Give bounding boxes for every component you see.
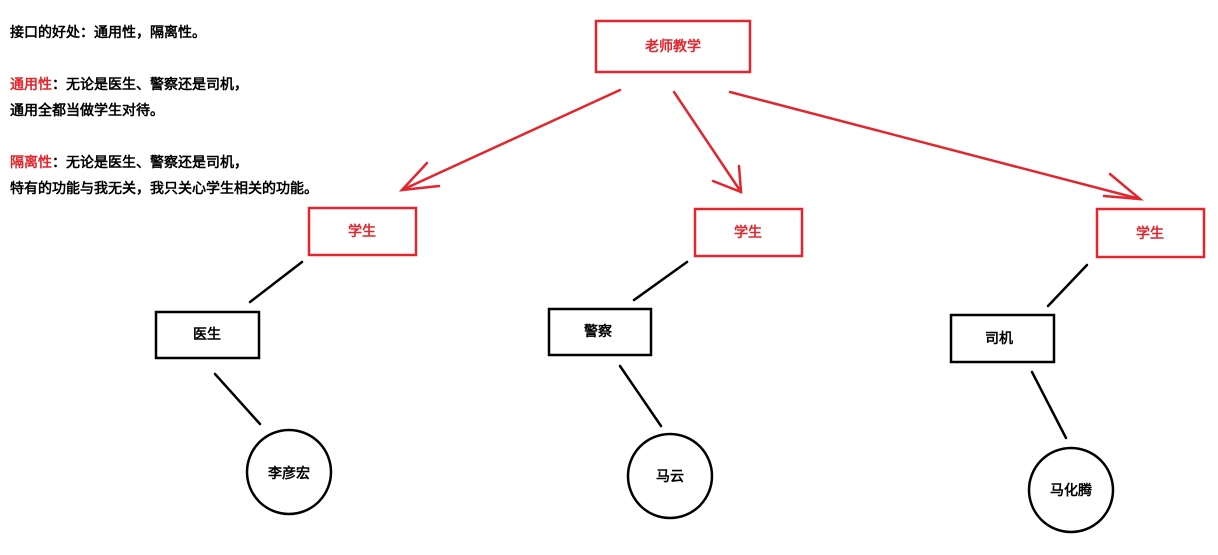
isolation-line: 隔离性：无论是医生、警察还是司机， [10, 150, 318, 176]
student-box-3 [1095, 207, 1206, 259]
universal-line-2: 通用全都当做学生对待。 [10, 103, 164, 119]
notes-panel: 接口的好处：通用性，隔离性。 通用性：无论是医生、警察还是司机， 通用全都当做学… [10, 20, 318, 202]
root-label: 老师教学 [645, 38, 701, 55]
isolation-text: ：无论是医生、警察还是司机， [52, 155, 248, 171]
black-connectors [213, 260, 1089, 440]
person-label-2: 马云 [656, 469, 684, 485]
connector-student-driver [1046, 263, 1089, 308]
universal-line: 通用性：无论是医生、警察还是司机， [10, 72, 318, 98]
arrow-to-student-1 [400, 88, 622, 192]
person-label-3: 马化腾 [1050, 482, 1093, 499]
role-box-doctor [154, 310, 261, 360]
isolation-term: 隔离性 [10, 155, 52, 171]
arrow-to-student-2 [672, 90, 743, 194]
role-box-police [547, 307, 653, 357]
arrowhead-3 [1102, 172, 1144, 201]
connector-student-doctor [248, 260, 304, 304]
person-circle-2 [626, 432, 714, 520]
person-circle-1 [245, 428, 333, 516]
connector-student-police [632, 260, 689, 302]
student-box-1 [307, 206, 418, 257]
student-label-1: 学生 [348, 223, 376, 240]
red-arrows [398, 88, 1144, 201]
person-label-1: 李彦宏 [267, 465, 310, 482]
arrowhead-2 [711, 164, 743, 194]
red-boxes [307, 19, 1206, 259]
isolation-line-2: 特有的功能与我无关，我只关心学生相关的功能。 [10, 181, 318, 197]
connector-doctor-person [213, 372, 262, 426]
node-labels: 老师教学 学生 学生 学生 医生 警察 司机 李彦宏 马云 马化腾 [193, 38, 1164, 499]
universal-term: 通用性 [10, 77, 52, 93]
student-box-2 [693, 207, 804, 258]
notes-heading: 接口的好处：通用性，隔离性。 [10, 25, 206, 41]
student-label-3: 学生 [1136, 225, 1164, 242]
black-boxes [154, 307, 1115, 534]
person-circle-3 [1027, 446, 1115, 534]
arrowhead-1 [398, 161, 441, 192]
role-label-driver: 司机 [985, 330, 1013, 347]
arrow-to-student-3 [728, 90, 1142, 201]
connector-driver-person [1030, 370, 1068, 440]
connector-police-person [618, 364, 663, 428]
role-box-driver [949, 313, 1056, 364]
universal-text: ：无论是医生、警察还是司机， [52, 77, 248, 93]
role-label-police: 警察 [584, 323, 613, 340]
role-label-doctor: 医生 [193, 326, 221, 343]
student-label-2: 学生 [734, 224, 762, 241]
root-box [594, 19, 752, 74]
